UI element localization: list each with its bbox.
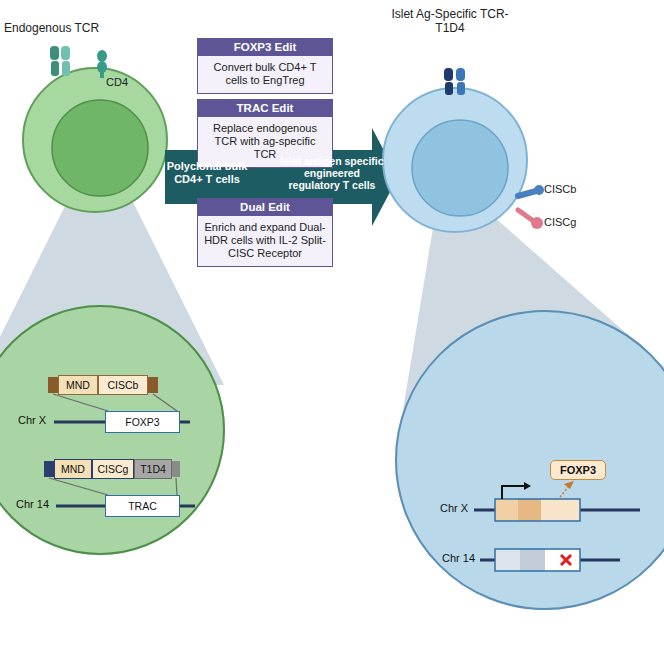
gene-box: MND — [54, 459, 92, 479]
cell-label: Islet Ag-Specific TCR-T1D4 — [380, 8, 520, 36]
cd4-t-cell-part — [52, 100, 148, 196]
gene-name: T1D4 — [140, 463, 166, 475]
chromosome-left-part — [176, 478, 177, 495]
protein-label: FOXP3 — [550, 460, 606, 480]
cd4-receptor-part — [100, 72, 104, 78]
zoom-outline-circle — [396, 311, 664, 609]
chromosome-left-part — [153, 394, 177, 411]
chromosome-right-part — [495, 549, 580, 571]
zoom-outline — [395, 310, 664, 610]
chromosome-right-part — [541, 499, 580, 521]
gene-box: T1D4 — [134, 459, 172, 479]
receptor-label: CISCg — [544, 216, 604, 229]
islet-tcr-part — [456, 68, 465, 81]
endogenous-tcr-part — [61, 46, 70, 60]
edit-description: Convert bulk CD4+ T cells to EngTreg — [198, 56, 332, 93]
endogenous-tcr-part — [51, 61, 59, 76]
zoom-circle: Chr XChr 14MNDCISCbFOXP3MNDCISCgT1D4TRAC — [0, 305, 225, 555]
protein-name: FOXP3 — [560, 464, 596, 476]
arrow-label: Islet antigen specific engineered regula… — [280, 155, 384, 191]
chromosome-left-part — [53, 394, 108, 411]
gene-name: MND — [66, 379, 90, 391]
edit-header: FOXP3 Edit — [198, 39, 332, 56]
chromosome-right-part — [518, 499, 541, 521]
cisc-receptor-part — [518, 210, 532, 220]
chromosome-right-part — [520, 549, 545, 571]
chromosome-right-part — [524, 482, 531, 490]
edit-header: TRAC Edit — [198, 100, 332, 117]
chromosome-label: Chr X — [438, 502, 470, 514]
gene-name: CISCb — [108, 379, 139, 391]
chromosome-right-part — [564, 481, 574, 489]
islet-tcr — [444, 68, 465, 95]
gene-box: CISCb — [98, 375, 148, 395]
gene-name: MND — [61, 463, 85, 475]
zoom-fill-part — [0, 305, 225, 555]
chromosome-left-part — [49, 478, 108, 495]
engineered-treg-cell-part — [412, 120, 508, 216]
cd4-receptor-part — [97, 61, 107, 73]
zoom-outline-circle — [0, 306, 224, 554]
edit-box: Dual EditEnrich and expand Dual-HDR cell… — [197, 198, 333, 267]
arrow-label: Polyclonal bulk CD4+ T cells — [166, 160, 248, 185]
chromosome-left-part — [172, 461, 180, 477]
cd4-receptor-part — [97, 50, 107, 62]
gene-name: CISCg — [98, 463, 129, 475]
chromosome-label: Chr 14 — [440, 552, 477, 564]
gene-name: FOXP3 — [125, 416, 159, 428]
islet-tcr-part — [444, 68, 453, 81]
gene-box: MND — [58, 375, 98, 395]
engineered-treg-cell — [383, 88, 527, 232]
cd4-t-cell — [23, 68, 167, 212]
endogenous-tcr — [50, 46, 70, 76]
chromosome-left-part — [48, 377, 58, 393]
cd4-receptor — [97, 50, 107, 78]
chromosome-left — [44, 377, 195, 506]
endogenous-tcr-part — [62, 61, 70, 76]
chromosome-left-part — [44, 461, 54, 477]
cell-label: Endogenous TCR — [4, 22, 124, 36]
cisc-receptor — [518, 185, 544, 229]
gene-box: FOXP3 — [105, 411, 180, 433]
edit-header: Dual Edit — [198, 199, 332, 216]
chromosome-left-part — [148, 377, 158, 393]
cisc-receptor-part — [531, 217, 543, 229]
chromosome-right-part — [495, 549, 520, 571]
chromosome-right-part — [495, 499, 518, 521]
receptor-label: CISCb — [544, 183, 604, 196]
chromosome-right-part — [561, 555, 571, 565]
chromosome-label: Chr 14 — [14, 498, 51, 510]
chromosome-right-part — [561, 555, 571, 565]
edit-box: FOXP3 EditConvert bulk CD4+ T cells to E… — [197, 38, 333, 94]
gene-box: TRAC — [105, 495, 180, 517]
receptor-label: CD4 — [106, 76, 146, 89]
cisc-receptor-part — [534, 185, 544, 195]
islet-tcr-part — [457, 82, 465, 95]
endogenous-tcr-part — [50, 46, 59, 60]
zoom-circle: Chr X Chr 14 FOXP3 — [395, 310, 664, 610]
chromosome-label: Chr X — [16, 414, 48, 426]
chromosome-right-part — [502, 486, 524, 499]
gene-name: TRAC — [128, 500, 157, 512]
gene-box: CISCg — [92, 459, 134, 479]
zoom-fill-part — [395, 310, 664, 610]
zoom-fill — [0, 305, 664, 610]
chromosome-right — [474, 481, 640, 571]
islet-tcr-part — [445, 82, 453, 95]
chromosome-right-part — [545, 549, 580, 571]
cisc-receptor-part — [518, 191, 536, 196]
engineered-treg-cell-part — [383, 88, 527, 232]
chromosome-right-part — [495, 499, 580, 521]
edit-description: Enrich and expand Dual-HDR cells with IL… — [198, 216, 332, 266]
cd4-t-cell-part — [23, 68, 167, 212]
